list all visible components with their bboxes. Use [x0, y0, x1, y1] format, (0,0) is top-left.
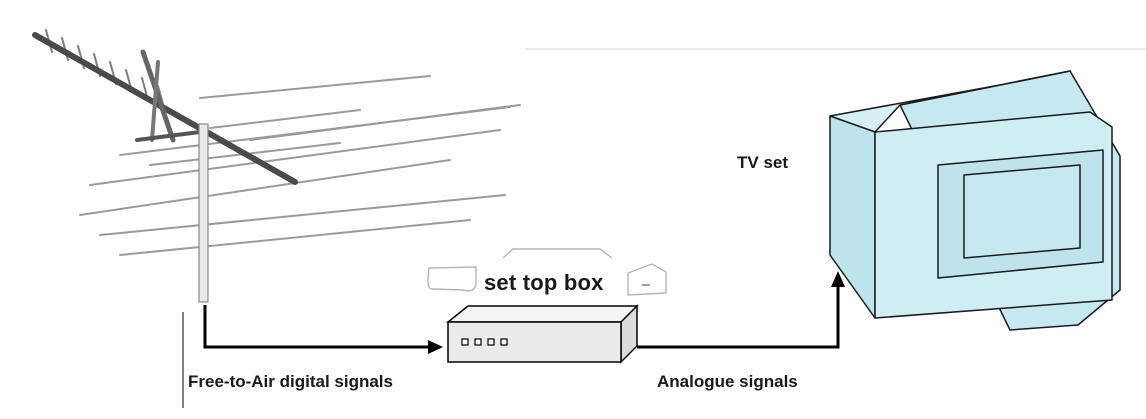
stb-decorations: [427, 248, 667, 296]
analogue-signal-arrow: [637, 271, 845, 349]
tv-set-label: TV set: [737, 153, 789, 172]
antenna-elements: [79, 75, 521, 256]
antenna-boom: [32, 32, 298, 185]
analogue-signals-label: Analogue signals: [657, 372, 798, 391]
tv-set-icon: [829, 70, 1121, 331]
fta-signals-label: Free-to-Air digital signals: [188, 372, 393, 391]
set-top-box-icon: [445, 304, 639, 364]
antenna-icon: [32, 29, 521, 303]
set-top-box-label: set top box: [484, 270, 604, 295]
fta-signal-arrow: [203, 305, 443, 354]
antenna-mast: [198, 123, 209, 303]
